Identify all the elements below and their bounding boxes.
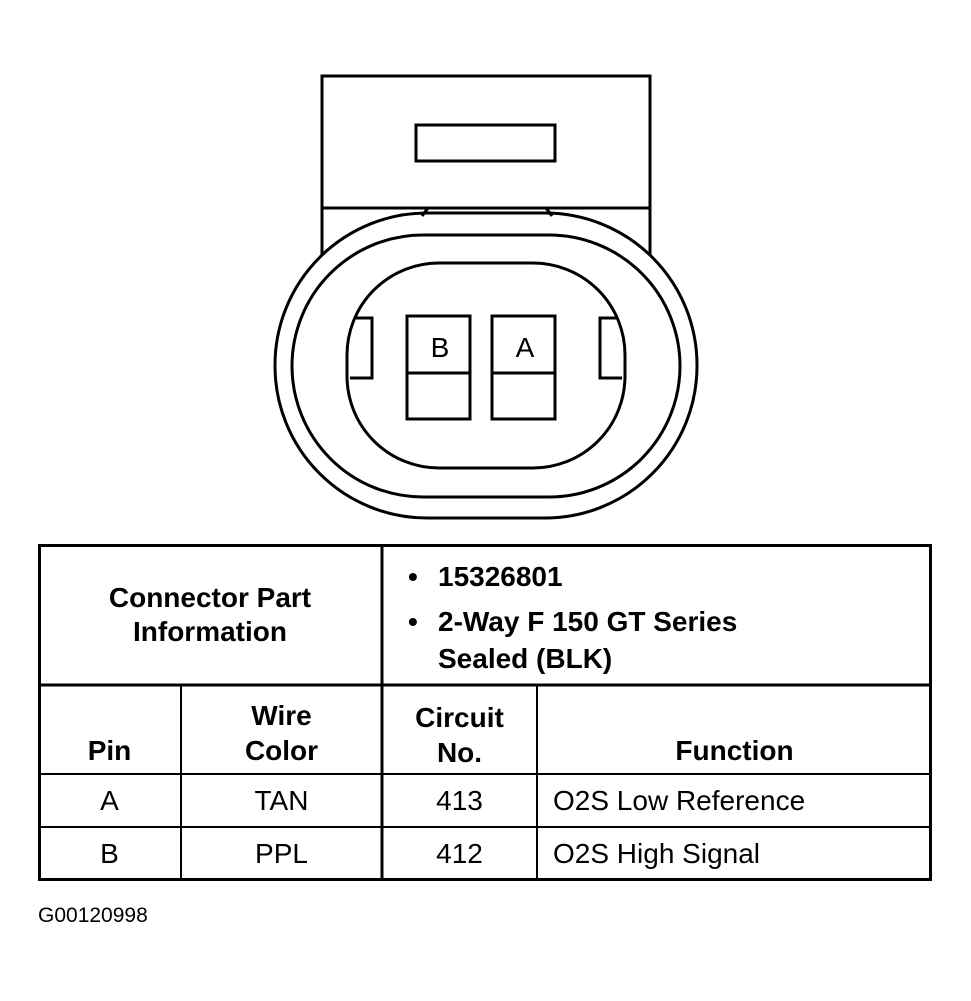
- table-row-circuit: 412: [436, 837, 483, 869]
- table-row-wire-color: TAN: [254, 784, 309, 816]
- column-header-pin: Pin: [38, 685, 181, 774]
- connector-face-diagram: B A: [273, 74, 699, 520]
- column-header-circuit: Circuit No.: [382, 685, 537, 774]
- pin-cavity-a: [490, 314, 557, 421]
- column-header-circuit-line1: Circuit: [415, 702, 504, 733]
- table-row-pin: B: [100, 837, 119, 869]
- connector-part-info-header: Connector Part Information: [38, 544, 382, 685]
- bullet-dot: •: [408, 561, 418, 592]
- connector-info-table: Connector Part Information • 15326801 • …: [38, 544, 932, 881]
- pin-cavity-b: [405, 314, 472, 421]
- table-grid: [38, 544, 932, 881]
- table-row-function: O2S High Signal: [553, 837, 761, 869]
- connector-part-details: • 15326801 • 2-Way F 150 GT Series Seale…: [382, 544, 932, 685]
- part-description-item: • 2-Way F 150 GT Series Sealed (BLK): [408, 603, 932, 677]
- column-header-circuit-line2: No.: [436, 737, 483, 768]
- column-header-wire-line1: Wire: [251, 700, 312, 731]
- connector-inner-cavity: [345, 261, 627, 470]
- part-description-line1: 2-Way F 150 GT Series: [438, 606, 738, 637]
- bullet-dot: •: [408, 606, 418, 637]
- table-row-circuit: 413: [436, 784, 483, 816]
- part-info-header-line2: Information: [133, 615, 287, 647]
- column-header-function: Function: [537, 685, 932, 774]
- part-number-item: • 15326801: [408, 558, 932, 595]
- connector-latch-housing: [320, 74, 652, 210]
- connector-right-key: [598, 316, 622, 380]
- pin-label-a: A: [516, 332, 535, 363]
- connector-latch-slot: [414, 123, 557, 163]
- part-info-header-line1: Connector Part: [108, 581, 312, 613]
- column-header-function-label: Function: [675, 735, 794, 766]
- connector-left-key: [350, 316, 374, 380]
- table-row-function: O2S Low Reference: [553, 784, 806, 816]
- part-number: 15326801: [438, 561, 563, 592]
- figure-id: G00120998: [38, 904, 148, 927]
- connector-outer-ring: [273, 211, 699, 520]
- table-row-wire-color: PPL: [255, 837, 308, 869]
- part-description-line2: Sealed (BLK): [438, 643, 613, 674]
- connector-middle-ring: [290, 233, 682, 499]
- column-header-pin-label: Pin: [87, 735, 132, 766]
- column-header-wire-line2: Color: [244, 735, 319, 766]
- pin-label-b: B: [431, 332, 450, 363]
- column-header-wire-color: Wire Color: [181, 685, 382, 774]
- table-row-pin: A: [100, 784, 119, 816]
